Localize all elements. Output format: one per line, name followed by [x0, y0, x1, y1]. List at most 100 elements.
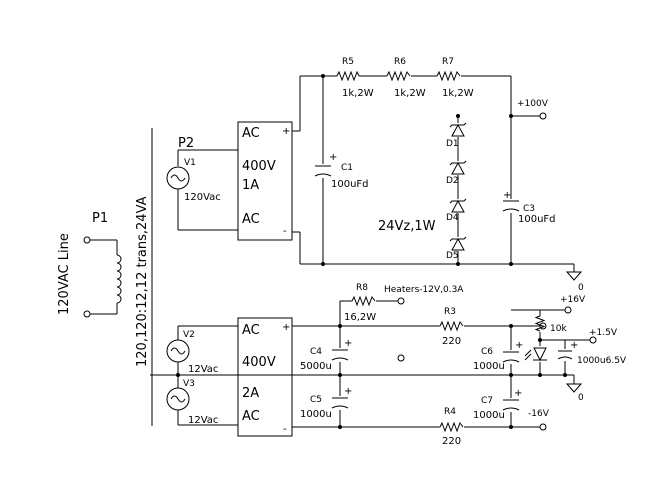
r4-label: R4 [444, 407, 456, 417]
r7-value: 1k,2W [442, 88, 474, 99]
r7-label: R7 [442, 57, 454, 67]
c1-value: 100uFd [331, 179, 369, 190]
node-dot [538, 373, 542, 377]
upper-ground-rail [292, 231, 583, 281]
node-dot [321, 262, 325, 266]
rect1-plus: + [282, 126, 290, 137]
rect1-minus: - [283, 226, 287, 237]
cap-1000u-plus: + [570, 340, 578, 351]
capacitor-c4 [331, 348, 349, 362]
resistor-r5 [336, 70, 360, 82]
zener-d5 [449, 236, 467, 251]
upper-ground-label: 0 [578, 283, 584, 293]
node-dot [338, 425, 342, 429]
out-16v-top-terminal [564, 306, 572, 314]
d1-label: D1 [446, 139, 459, 149]
out-1v5-terminal [589, 336, 597, 344]
node-dot [509, 324, 513, 328]
r3-value: 220 [442, 336, 461, 347]
node-dot [338, 324, 342, 328]
r3-label: R3 [444, 307, 456, 317]
out-100v-terminal [539, 112, 547, 120]
c4-plus: + [344, 338, 352, 349]
resistor-r7 [436, 70, 461, 82]
node-dot [321, 74, 325, 78]
out-1v5-label: +1.5V [589, 328, 618, 338]
v2-label: V2 [183, 330, 195, 340]
d5-label: D5 [446, 251, 459, 261]
out-100v-label: +100V [517, 99, 549, 109]
v3-label: V3 [183, 379, 195, 389]
lower-positive-rail [292, 300, 590, 375]
out-neg16v-label: -16V [528, 409, 550, 419]
zener-d1 [449, 122, 467, 137]
heaters-label: Heaters-12V,0.3A [384, 285, 464, 295]
zener-d4 [449, 198, 467, 213]
node-dot [563, 373, 567, 377]
rect2-rating-v: 400V [242, 355, 276, 370]
node-dot [509, 425, 513, 429]
v1-source [166, 149, 238, 231]
lower-ground-label: 0 [578, 393, 584, 403]
rect2-ac-top: AC [242, 323, 260, 338]
out-16v-label: +16V [560, 295, 586, 305]
node-dot [509, 373, 513, 377]
c7-value: 1000u [473, 410, 505, 421]
resistor-r3 [439, 320, 464, 332]
node-dot [509, 262, 513, 266]
rectifier-bridge-upper [237, 121, 293, 241]
capacitor-c6 [502, 350, 520, 364]
resistor-10k [534, 315, 546, 332]
capacitor-c7 [502, 398, 520, 412]
v3-value: 12Vac [188, 415, 218, 426]
c6-label: C6 [481, 347, 493, 357]
v3-source [166, 387, 238, 426]
led-indicator [524, 346, 548, 362]
v1-label: V1 [184, 158, 196, 168]
c3-value: 100uFd [518, 214, 556, 225]
rect1-ac-top: AC [242, 126, 260, 141]
line-label: 120VAC Line [57, 233, 72, 315]
rect1-rating-v: 400V [242, 159, 276, 174]
v2-value: 12Vac [188, 364, 218, 375]
r4-value: 220 [442, 436, 461, 447]
r6-label: R6 [394, 57, 406, 67]
capacitor-c3 [502, 199, 520, 213]
zener-d2 [449, 160, 467, 175]
rect2-minus: - [283, 424, 287, 435]
p2-label: P2 [178, 136, 194, 151]
zener-string [449, 116, 467, 264]
rect2-plus: + [282, 322, 290, 333]
r5-value: 1k,2W [342, 88, 374, 99]
c5-plus: + [344, 386, 352, 397]
c7-label: C7 [481, 396, 493, 406]
cap-1000u-label: 1000u6.5V [577, 356, 627, 366]
v2-source [166, 325, 238, 388]
r10k-label: 10k [550, 324, 567, 334]
c5-value: 1000u [300, 409, 332, 420]
heaters-return-terminal [397, 354, 405, 362]
node-dot [509, 114, 513, 118]
resistor-r6 [386, 70, 411, 82]
c6-plus: + [515, 340, 523, 351]
p1-primary-winding [83, 236, 122, 318]
rect2-ac-bot: AC [242, 409, 260, 424]
lower-center-rail [150, 374, 583, 393]
c3-label: C3 [523, 204, 535, 214]
d2-label: D2 [446, 176, 459, 186]
node-dot [338, 373, 342, 377]
node-dot [538, 338, 542, 342]
out-neg16v-terminal [539, 423, 547, 431]
c4-label: C4 [310, 347, 322, 357]
rectifier-bridge-lower [237, 317, 293, 437]
resistor-r8 [351, 295, 376, 307]
node-dot [176, 373, 180, 377]
rect1-ac-bot: AC [242, 212, 260, 227]
d4-label: D4 [446, 213, 459, 223]
c1-label: C1 [341, 163, 353, 173]
c3-plus: + [503, 190, 511, 201]
resistor-r4 [439, 421, 464, 433]
r8-value: 16,2W [344, 312, 376, 323]
c5-label: C5 [310, 395, 322, 405]
